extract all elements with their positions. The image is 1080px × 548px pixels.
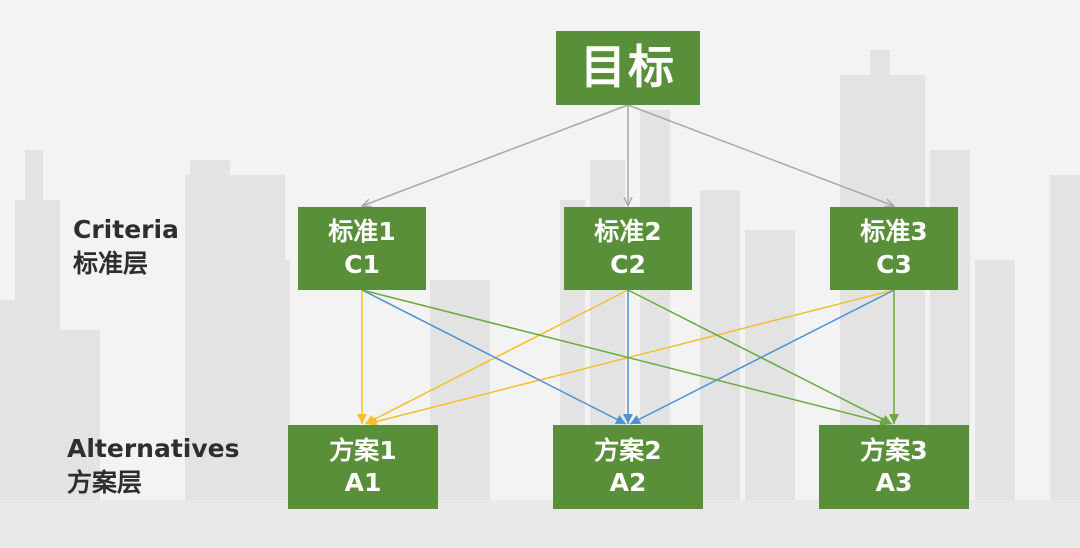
- alternative-node-a3: 方案3 A3: [819, 425, 969, 509]
- criteria-layer-label-en: Criteria: [73, 215, 179, 244]
- alternative-code: A2: [609, 468, 647, 497]
- link-goal-c1: [362, 104, 629, 206]
- link-goal-c3: [627, 104, 894, 206]
- criterion-node-c1: 标准1 C1: [298, 207, 426, 290]
- alternatives-layer-label-en: Alternatives: [67, 434, 240, 463]
- alternative-code: A3: [875, 468, 913, 497]
- criterion-code: C3: [876, 249, 912, 279]
- alternatives-layer-label-cn: 方案层: [67, 467, 143, 497]
- criterion-code: C2: [610, 249, 646, 279]
- alternative-code: A1: [344, 468, 382, 497]
- alternative-name: 方案1: [329, 435, 397, 465]
- criterion-name: 标准1: [328, 217, 396, 246]
- alternative-name: 方案2: [594, 435, 662, 465]
- alternatives-layer-label: Alternatives 方案层: [67, 432, 239, 500]
- criterion-node-c3: 标准3 C3: [830, 207, 958, 290]
- criteria-layer-label: Criteria 标准层: [73, 213, 179, 281]
- alternative-name: 方案3: [860, 435, 928, 465]
- criterion-name: 标准2: [594, 217, 662, 246]
- link-c1-a2: [361, 289, 627, 425]
- link-c3-a2: [629, 289, 895, 425]
- criterion-node-c2: 标准2 C2: [564, 207, 692, 290]
- alternative-node-a1: 方案1 A1: [288, 425, 438, 509]
- criterion-code: C1: [344, 249, 380, 279]
- link-c3-a1: [366, 289, 895, 427]
- link-c2-a3: [627, 289, 893, 425]
- link-c1-a3: [361, 289, 891, 427]
- goal-node: 目标: [556, 31, 700, 105]
- goal-label: 目标: [580, 40, 676, 95]
- criterion-name: 标准3: [860, 217, 928, 246]
- link-c2-a1: [364, 289, 629, 425]
- criteria-layer-label-cn: 标准层: [73, 248, 149, 278]
- alternative-node-a2: 方案2 A2: [553, 425, 703, 509]
